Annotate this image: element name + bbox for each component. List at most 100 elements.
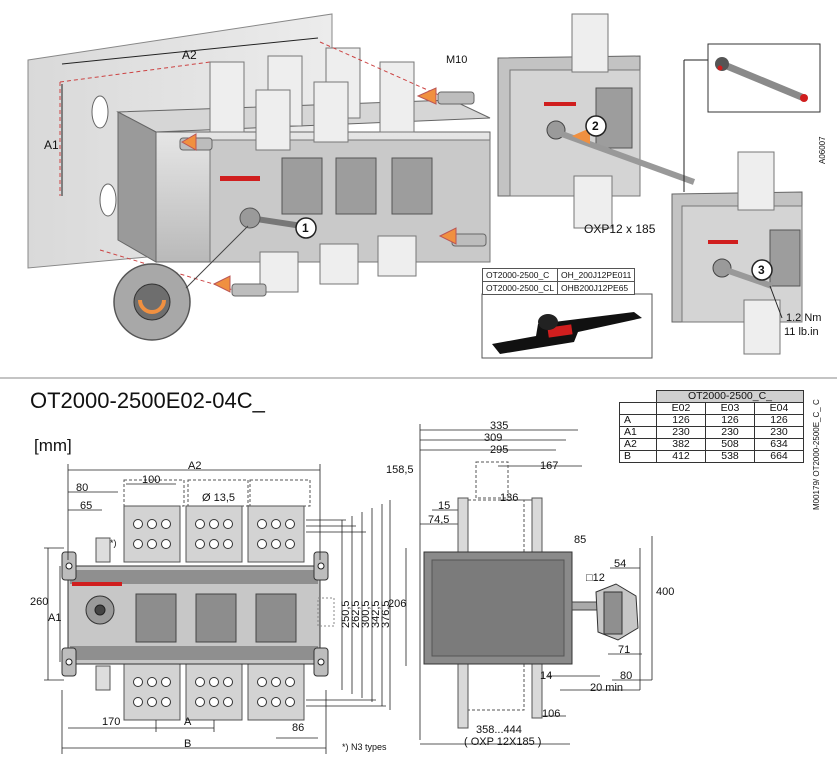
table-cell: 412 — [656, 450, 706, 463]
row-label: A1 — [619, 426, 657, 439]
a1-label: A1 — [44, 138, 59, 152]
terminal-hole — [285, 677, 295, 687]
dimension-table: OT2000-2500_C_ E02 E03 E04 A 126 126 126… — [619, 390, 804, 463]
terminal-hole — [147, 539, 157, 549]
dim-400: 400 — [656, 586, 675, 598]
table-cell: 538 — [705, 450, 755, 463]
dim-65: 65 — [80, 500, 93, 512]
handle-image — [481, 293, 653, 359]
terminal-hole — [147, 697, 157, 707]
dim-hole-diameter: Ø 13,5 — [202, 492, 236, 504]
dim-80: 80 — [76, 482, 89, 494]
table-cell: 126 — [656, 414, 706, 427]
m10-label: M10 — [446, 54, 468, 66]
side-view-drawing — [405, 424, 653, 745]
dim-a2: A2 — [188, 460, 202, 472]
oxp-label: OXP12 x 185 — [584, 222, 656, 236]
accessory-cell: OH_200J12PE011 — [557, 268, 636, 282]
terminal-hole — [271, 539, 281, 549]
table-row: A2 382 508 634 — [619, 438, 804, 451]
dim-54: 54 — [614, 558, 627, 570]
accessory-row: OT2000-2500_CL OHB200J12PE65 — [481, 281, 636, 295]
table-header-row: E02 E03 E04 — [619, 402, 804, 415]
accessory-cell: OHB200J12PE65 — [557, 281, 636, 295]
dim-n3-mark: *) — [110, 538, 117, 548]
terminal-hole — [161, 677, 171, 687]
terminal-hole — [223, 519, 233, 529]
terminal-hole — [209, 539, 219, 549]
dim-74-5: 74,5 — [428, 514, 450, 526]
terminal-hole — [257, 539, 267, 549]
terminal-hole — [257, 519, 267, 529]
front-view-drawing — [44, 464, 391, 754]
dim-309: 309 — [484, 432, 503, 444]
step-1-label: 1 — [302, 221, 309, 235]
dim-a: A — [184, 716, 192, 728]
terminal-hole — [223, 697, 233, 707]
terminal-hole — [257, 697, 267, 707]
step-2-label: 2 — [592, 119, 599, 133]
shaft-detail-box — [707, 43, 821, 113]
dim-15: 15 — [438, 500, 451, 512]
terminal-hole — [161, 697, 171, 707]
accessory-cell: OT2000-2500_C — [481, 268, 559, 282]
dim-a1: A1 — [48, 612, 62, 624]
drawing-title: OT2000-2500E02-04C_ — [30, 388, 265, 413]
terminal-hole — [271, 697, 281, 707]
table-title: OT2000-2500_C_ — [656, 390, 804, 403]
column-header: E03 — [705, 402, 755, 415]
terminal-hole — [133, 677, 143, 687]
torque-lbin-label: 11 lb.in — [784, 326, 819, 338]
dim-260: 260 — [30, 596, 49, 608]
table-row: A1 230 230 230 — [619, 426, 804, 439]
row-label: A2 — [619, 438, 657, 451]
n3-types-note: *) N3 types — [342, 742, 387, 752]
dim-14: 14 — [540, 670, 553, 682]
terminal-hole — [161, 539, 171, 549]
accessory-cell: OT2000-2500_CL — [481, 281, 559, 295]
terminal-hole — [147, 677, 157, 687]
terminal-hole — [133, 519, 143, 529]
table-cell: 126 — [754, 414, 804, 427]
terminal-hole — [285, 519, 295, 529]
terminal-hole — [209, 697, 219, 707]
isometric-switch-step2 — [497, 13, 712, 229]
terminal-hole — [133, 697, 143, 707]
terminal-hole — [223, 677, 233, 687]
drawing-code-side: M00179/ OT2000-2500E_C_ C — [812, 399, 821, 510]
terminal-hole — [195, 677, 205, 687]
dim-square-12: □12 — [586, 572, 605, 584]
terminal-hole — [223, 539, 233, 549]
terminal-hole — [195, 697, 205, 707]
dim-71: 71 — [618, 644, 631, 656]
unit-label: [mm] — [34, 436, 72, 455]
step-3-label: 3 — [758, 263, 765, 277]
dim-20-min: 20 min — [590, 682, 624, 694]
isometric-main-switch — [27, 13, 491, 341]
dim-80-side: 80 — [620, 670, 633, 682]
table-row: A 126 126 126 — [619, 414, 804, 427]
accessory-row: OT2000-2500_C OH_200J12PE011 — [481, 268, 636, 282]
table-row: B 412 538 664 — [619, 450, 804, 463]
terminal-hole — [209, 677, 219, 687]
table-cell: 382 — [656, 438, 706, 451]
column-header: E02 — [656, 402, 706, 415]
dim-100: 100 — [142, 474, 161, 486]
table-cell: 634 — [754, 438, 804, 451]
terminal-hole — [209, 519, 219, 529]
dim-295: 295 — [490, 444, 509, 456]
dim-85: 85 — [574, 534, 587, 546]
dim-86: 86 — [292, 722, 305, 734]
dim-335: 335 — [490, 420, 509, 432]
column-header: E04 — [754, 402, 804, 415]
terminal-hole — [285, 697, 295, 707]
terminal-hole — [271, 519, 281, 529]
row-label: A — [619, 414, 657, 427]
dim-oxp-note: ( OXP 12X185 ) — [464, 736, 542, 748]
terminal-hole — [195, 539, 205, 549]
table-cell: 230 — [754, 426, 804, 439]
terminal-hole — [147, 519, 157, 529]
dim-136: 136 — [500, 492, 519, 504]
dim-206: 206 — [388, 598, 407, 610]
